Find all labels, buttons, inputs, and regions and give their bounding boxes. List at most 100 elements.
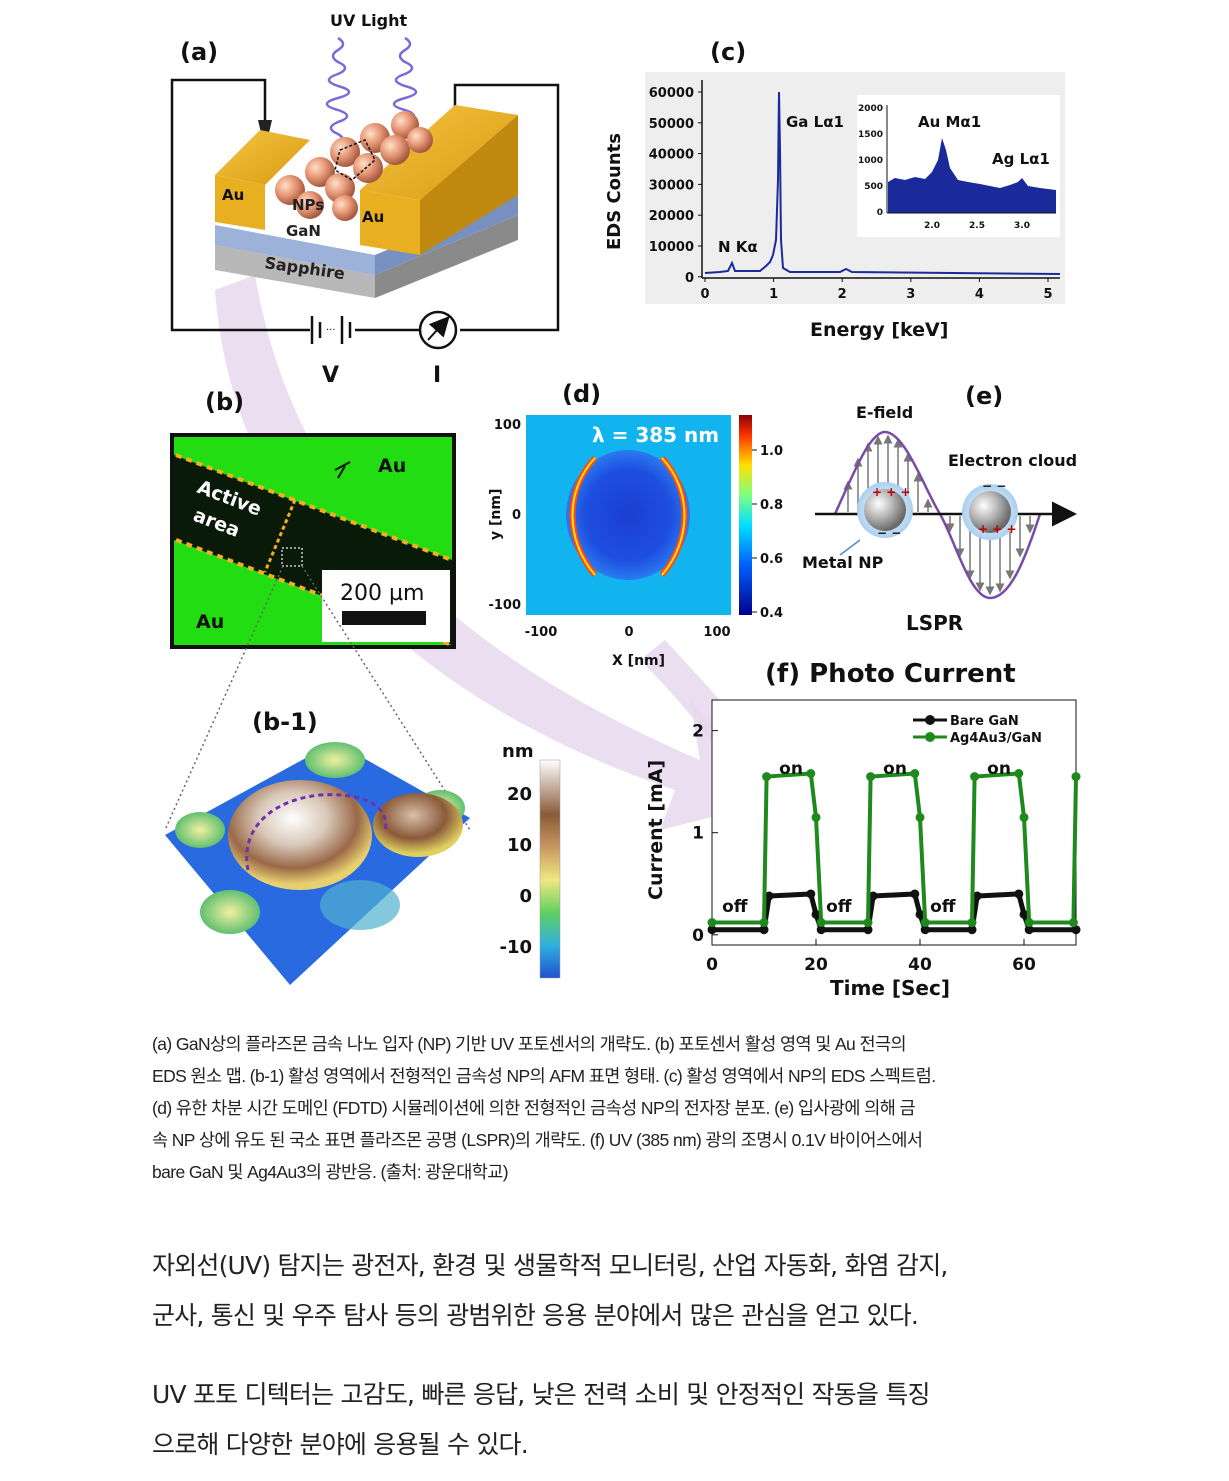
n-peak-label: N Kα xyxy=(718,238,758,256)
series-point xyxy=(707,925,717,935)
off-label: off xyxy=(930,897,956,917)
series-point xyxy=(816,918,826,928)
afm-main-dome xyxy=(228,780,372,890)
research-figure: (a) UV Light xyxy=(164,11,1081,1000)
inset-x-tick: 3.0 xyxy=(1014,221,1030,231)
battery-symbol: ··· xyxy=(310,316,352,344)
series-point xyxy=(811,909,821,919)
series-point xyxy=(806,769,816,778)
fdtd-colorbar-tick: 0.4 xyxy=(760,606,783,621)
voltage-label: V xyxy=(322,363,339,388)
legend-label: Ag4Au3/GaN xyxy=(950,731,1042,746)
series-point xyxy=(1024,925,1034,935)
photocurrent-ylabel: Current [mA] xyxy=(645,760,667,900)
panel-a-label: (a) xyxy=(180,38,218,66)
inset-y-tick: 0 xyxy=(877,208,883,218)
afm-outline xyxy=(245,793,388,871)
series-point xyxy=(863,925,873,935)
series-point xyxy=(1019,812,1029,822)
caption-line: EDS 원소 맵. (b-1) 활성 영역에서 전형적인 금속성 NP의 AFM… xyxy=(152,1066,936,1086)
series-point xyxy=(970,772,980,782)
on-label: on xyxy=(779,759,803,779)
fdtd-colorbar xyxy=(739,415,752,615)
series-point xyxy=(972,891,982,901)
eds-ylabel: EDS Counts xyxy=(604,133,625,250)
photocurrent-x-tick: 40 xyxy=(908,955,932,975)
svg-text:+ + +: + + + xyxy=(872,485,911,499)
nps-label: NPs xyxy=(292,196,324,214)
inset-y-tick: 1000 xyxy=(858,156,883,166)
metal-np-label: Metal NP xyxy=(802,553,884,572)
eds-y-tick: 10000 xyxy=(649,240,694,255)
caption-line: (a) GaN상의 플라즈몬 금속 나노 입자 (NP) 기반 UV 포토센서의… xyxy=(152,1034,907,1054)
series-point xyxy=(707,918,717,928)
current-label: I xyxy=(433,363,441,388)
series-point xyxy=(863,918,873,928)
au-bottom-label: Au xyxy=(196,611,224,633)
figure-caption: (a) GaN상의 플라즈몬 금속 나노 입자 (NP) 기반 UV 포토센서의… xyxy=(152,1028,1092,1188)
photo-current-title: (f) Photo Current xyxy=(765,659,1016,689)
panel-b-label: (b) xyxy=(205,388,244,416)
fdtd-x-tick: -100 xyxy=(525,625,558,640)
ag-peak-label: Ag Lα1 xyxy=(992,150,1050,168)
inset-y-tick: 2000 xyxy=(858,104,883,114)
series-point xyxy=(915,909,925,919)
svg-text:+ + +: + + + xyxy=(978,522,1017,536)
caption-line: (d) 유한 차분 시간 도메인 (FDTD) 시뮬레이션에 의한 전형적인 금… xyxy=(152,1098,916,1118)
ga-peak-label: Ga Lα1 xyxy=(786,113,844,131)
svg-text:− −: − − xyxy=(982,479,1006,493)
eds-xlabel: Energy [keV] xyxy=(810,319,948,341)
body-paragraph-1: 자외선(UV) 탐지는 광전자, 환경 및 생물학적 모니터링, 산업 자동화,… xyxy=(152,1241,1102,1341)
inset-y-tick: 1500 xyxy=(858,130,883,140)
uv-light-label: UV Light xyxy=(330,11,407,30)
fdtd-x-tick: 100 xyxy=(703,625,730,640)
series-point xyxy=(811,812,821,822)
fdtd-colorbar-tick: 1.0 xyxy=(760,444,783,459)
caption-line: 속 NP 상에 유도 된 국소 표면 플라즈몬 공명 (LSPR)의 개략도. … xyxy=(152,1130,923,1150)
paragraph-line: 자외선(UV) 탐지는 광전자, 환경 및 생물학적 모니터링, 산업 자동화,… xyxy=(152,1251,948,1280)
fdtd-y-tick: 0 xyxy=(512,508,521,523)
caption-line: bare GaN 및 Ag4Au3의 광반응. (출처: 광운대학교) xyxy=(152,1162,509,1182)
scale-bar xyxy=(342,611,426,625)
series-point xyxy=(910,889,920,899)
nanoparticles xyxy=(275,111,433,221)
eds-x-tick: 4 xyxy=(975,287,984,302)
series-point xyxy=(816,925,826,935)
photocurrent-y-tick: 1 xyxy=(692,824,704,844)
au-left-electrode xyxy=(215,130,310,185)
eds-x-tick: 5 xyxy=(1043,287,1052,302)
afm-second-dome xyxy=(373,793,463,857)
efield-label: E-field xyxy=(856,403,913,422)
body-paragraph-2: UV 포토 디텍터는 고감도, 빠른 응답, 낮은 전력 소비 및 안정적인 작… xyxy=(152,1370,1102,1470)
series-point xyxy=(910,769,920,778)
svg-text:− −: − − xyxy=(877,526,901,540)
photocurrent-xlabel: Time [Sec] xyxy=(830,976,950,1000)
fdtd-xlabel: X [nm] xyxy=(612,653,665,669)
photocurrent-y-tick: 2 xyxy=(692,722,704,742)
eds-y-tick: 40000 xyxy=(649,148,694,163)
sapphire-layer xyxy=(215,245,375,298)
photocurrent-x-tick: 20 xyxy=(804,955,828,975)
series-point xyxy=(1071,925,1081,935)
legend-marker xyxy=(925,715,935,725)
series-point xyxy=(967,918,977,928)
series-point xyxy=(868,891,878,901)
paragraph-line: 으로해 다양한 분야에 응용될 수 있다. xyxy=(152,1430,529,1459)
photocurrent-series xyxy=(707,769,1081,935)
photocurrent-x-tick: 60 xyxy=(1012,955,1036,975)
inset-spectrum xyxy=(888,138,1056,213)
panel-a: (a) UV Light xyxy=(170,11,560,388)
photocurrent-x-tick: 0 xyxy=(706,955,718,975)
lambda-label: λ = 385 nm xyxy=(592,423,719,447)
svg-text:···: ··· xyxy=(326,325,336,336)
circuit-wire xyxy=(170,78,310,332)
series-point xyxy=(920,918,930,928)
panel-b: (b) 200 µm Au Au Active area xyxy=(164,388,471,831)
au-right-electrode xyxy=(360,105,518,200)
au-left-label: Au xyxy=(222,186,244,204)
